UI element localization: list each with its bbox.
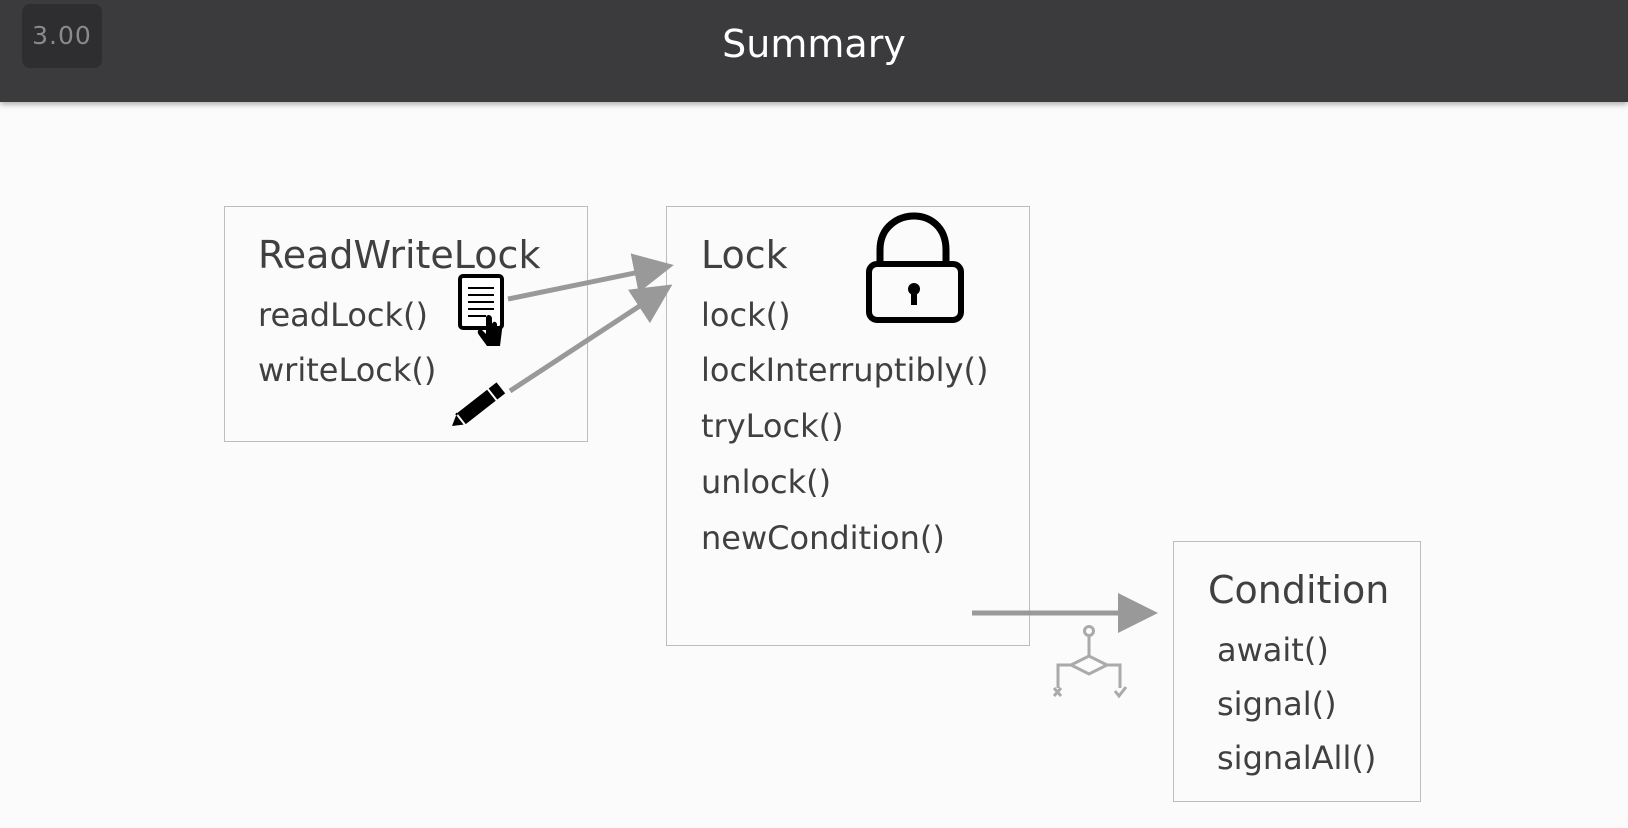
readlock-method: readLock() bbox=[258, 296, 428, 334]
lockinterruptibly-method: lockInterruptibly() bbox=[701, 351, 989, 389]
newcondition-method: newCondition() bbox=[701, 519, 945, 557]
unlock-method: unlock() bbox=[701, 463, 832, 501]
readwritelock-title: ReadWriteLock bbox=[258, 233, 541, 277]
await-method: await() bbox=[1217, 631, 1329, 669]
header-bar: 3.00 Summary bbox=[0, 0, 1628, 102]
readwritelock-box: ReadWriteLock readLock() writeLock() bbox=[224, 206, 588, 442]
page-title: Summary bbox=[722, 22, 906, 66]
signal-method: signal() bbox=[1217, 685, 1337, 723]
trylock-method: tryLock() bbox=[701, 407, 844, 445]
unlocked-padlock-icon bbox=[866, 212, 964, 323]
lock-title: Lock bbox=[701, 233, 788, 277]
pencil-icon bbox=[452, 382, 506, 426]
lock-method: lock() bbox=[701, 296, 791, 334]
read-to-lock-arrow bbox=[507, 253, 674, 302]
lock-box: Lock lock() lockInterruptibly() tryLock(… bbox=[666, 206, 1030, 646]
decision-flow-icon bbox=[1052, 625, 1128, 699]
condition-title: Condition bbox=[1208, 568, 1390, 612]
condition-box: Condition await() signal() signalAll() bbox=[1173, 541, 1421, 802]
writelock-method: writeLock() bbox=[258, 351, 437, 389]
signalall-method: signalAll() bbox=[1217, 739, 1377, 777]
document-pointer-icon bbox=[458, 274, 504, 346]
version-badge[interactable]: 3.00 bbox=[22, 4, 102, 68]
write-to-lock-arrow bbox=[508, 284, 673, 394]
